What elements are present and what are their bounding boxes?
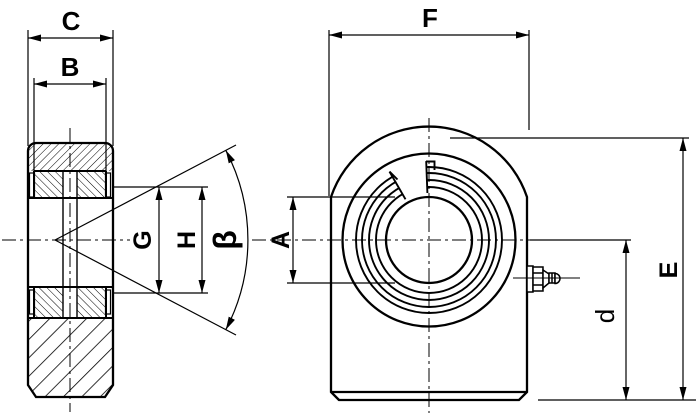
dim-f xyxy=(328,30,530,196)
dim-label-c: C xyxy=(62,6,81,36)
grease-channel-clear xyxy=(63,170,77,318)
snap-ring-end-cap-top xyxy=(425,161,429,194)
dim-label-d: d xyxy=(590,309,620,323)
dim-beta-leg-upper xyxy=(54,144,237,241)
dim-label-g: G xyxy=(129,230,157,249)
dim-label-b: B xyxy=(61,52,80,82)
grease-fitting-ball-tip xyxy=(554,272,561,285)
side-view-outline xyxy=(26,141,115,399)
dim-label-e: E xyxy=(655,262,683,279)
snap-ring-hook xyxy=(388,170,399,181)
dim-label-f: F xyxy=(422,3,438,33)
dimension-labels: C B F G H β A E d xyxy=(61,3,683,323)
grease-fitting-hex xyxy=(532,266,544,292)
snap-ring-gap-clear xyxy=(389,161,428,200)
grease-fitting xyxy=(513,265,580,293)
snap-ring-end-cap-left xyxy=(388,171,407,200)
side-section-view xyxy=(26,141,115,399)
dim-label-h: H xyxy=(173,231,201,249)
dim-c xyxy=(27,30,114,146)
centerlines xyxy=(2,118,530,413)
dim-beta xyxy=(54,144,249,336)
dim-label-a: A xyxy=(267,231,295,249)
grease-fitting-flange xyxy=(526,265,534,293)
dim-gh xyxy=(113,186,208,294)
dim-beta-leg-lower xyxy=(54,239,237,336)
dim-a xyxy=(287,196,395,284)
dimensions xyxy=(27,30,696,401)
dim-beta-arc xyxy=(225,150,249,330)
dim-b xyxy=(33,78,107,171)
dim-label-beta: β xyxy=(207,230,243,250)
dim-e-d xyxy=(450,137,696,401)
